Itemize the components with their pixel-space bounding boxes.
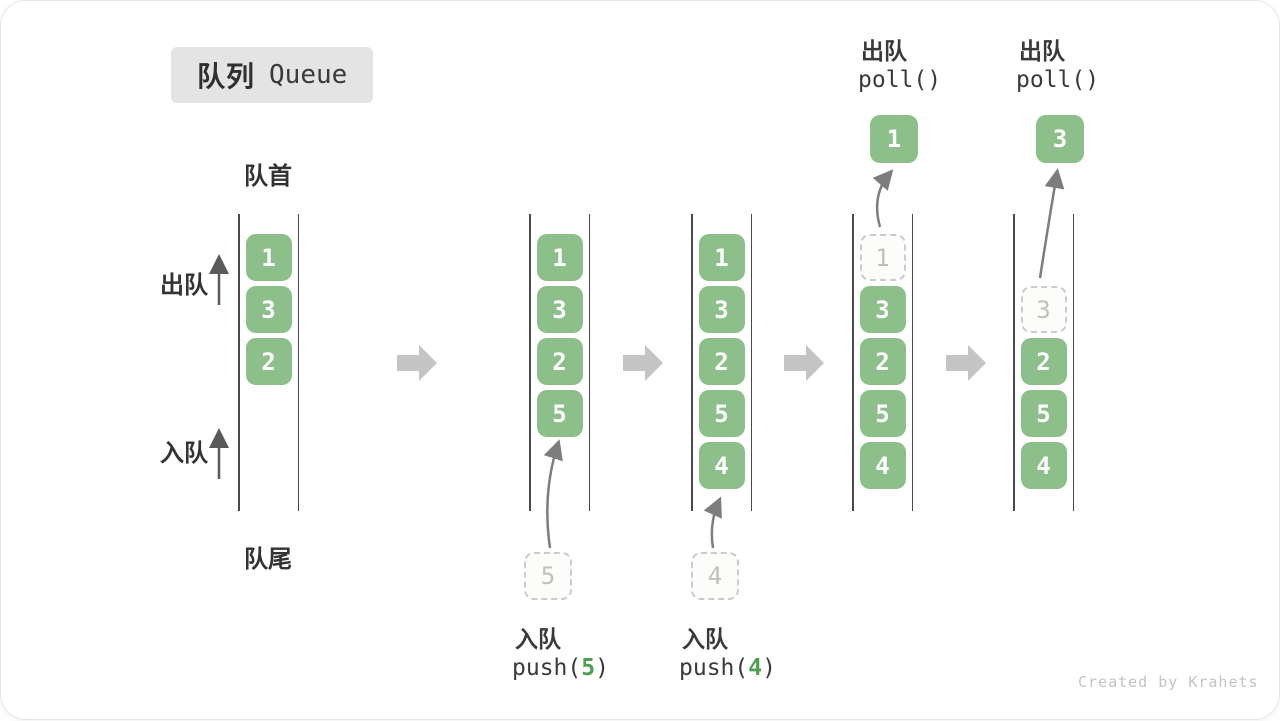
pending-enqueue-box: 4 — [691, 552, 739, 600]
queue-item: 3 — [698, 286, 745, 333]
queue-item: 2 — [1020, 338, 1067, 385]
queue-item: 2 — [698, 338, 745, 385]
label-enqueue: 入队 — [160, 440, 208, 467]
enqueue-5-label: 入队 — [515, 626, 561, 652]
flow-arrow-icon — [397, 345, 437, 381]
queue-item: 1 — [698, 234, 745, 281]
queue-item: 3 — [536, 286, 583, 333]
queue-wall-left — [691, 214, 693, 511]
queue-item: 3 — [859, 286, 906, 333]
queue-wall-left — [852, 214, 854, 511]
queue-state-4: 1 3 2 5 4 — [852, 214, 913, 511]
poll-1-code: poll() — [858, 67, 942, 93]
queue-item: 5 — [698, 390, 745, 437]
poll-1-label: 出队 — [861, 38, 907, 64]
queue-wall-left — [238, 214, 240, 511]
poll-3-code: poll() — [1016, 67, 1100, 93]
queue-state-1: 1 3 2 — [238, 214, 299, 511]
flow-arrow-icon — [946, 345, 986, 381]
queue-wall-right — [750, 214, 752, 511]
queue-wall-right — [1072, 214, 1074, 511]
enqueue-4-code: push(4) — [679, 655, 776, 681]
label-dequeue: 出队 — [160, 272, 208, 299]
code-text: ) — [595, 655, 609, 681]
queue-item: 4 — [1020, 442, 1067, 489]
queue-item: 4 — [859, 442, 906, 489]
pending-enqueue-box: 5 — [524, 552, 572, 600]
queue-item: 2 — [536, 338, 583, 385]
title-chinese: 队列 — [197, 61, 256, 92]
queue-item: 5 — [536, 390, 583, 437]
poll-3-label: 出队 — [1019, 38, 1065, 64]
queue-item: 4 — [698, 442, 745, 489]
queue-wall-left — [529, 214, 531, 511]
queue-wall-right — [588, 214, 590, 511]
queue-item: 2 — [245, 338, 292, 385]
label-queue-front: 队首 — [244, 163, 292, 190]
diagram-title: 队列 Queue — [171, 47, 374, 103]
code-arg: 4 — [748, 655, 763, 681]
flow-arrow-icon — [784, 345, 824, 381]
queue-item-removed: 3 — [1020, 286, 1067, 333]
flow-arrow-icon — [623, 345, 663, 381]
poll-result-box: 1 — [870, 115, 918, 163]
queue-item: 2 — [859, 338, 906, 385]
label-queue-rear: 队尾 — [244, 546, 292, 573]
queue-state-2: 1 3 2 5 — [529, 214, 590, 511]
queue-item: 5 — [859, 390, 906, 437]
queue-wall-right — [297, 214, 299, 511]
poll-result-box: 3 — [1036, 115, 1084, 163]
queue-wall-left — [1013, 214, 1015, 511]
queue-wall-right — [911, 214, 913, 511]
queue-state-3: 1 3 2 5 4 — [691, 214, 752, 511]
code-text: push( — [512, 655, 582, 681]
code-text: push( — [679, 655, 749, 681]
queue-item: 3 — [245, 286, 292, 333]
enqueue-5-code: push(5) — [512, 655, 609, 681]
code-text: ) — [762, 655, 776, 681]
queue-item-removed: 1 — [859, 234, 906, 281]
title-english: Queue — [269, 60, 348, 90]
queue-item: 1 — [536, 234, 583, 281]
queue-item: 5 — [1020, 390, 1067, 437]
queue-state-5: 3 2 5 4 — [1013, 214, 1074, 511]
queue-item: 1 — [245, 234, 292, 281]
credit-text: Created by Krahets — [1078, 673, 1259, 691]
code-arg: 5 — [581, 655, 596, 681]
enqueue-4-label: 入队 — [682, 626, 728, 652]
